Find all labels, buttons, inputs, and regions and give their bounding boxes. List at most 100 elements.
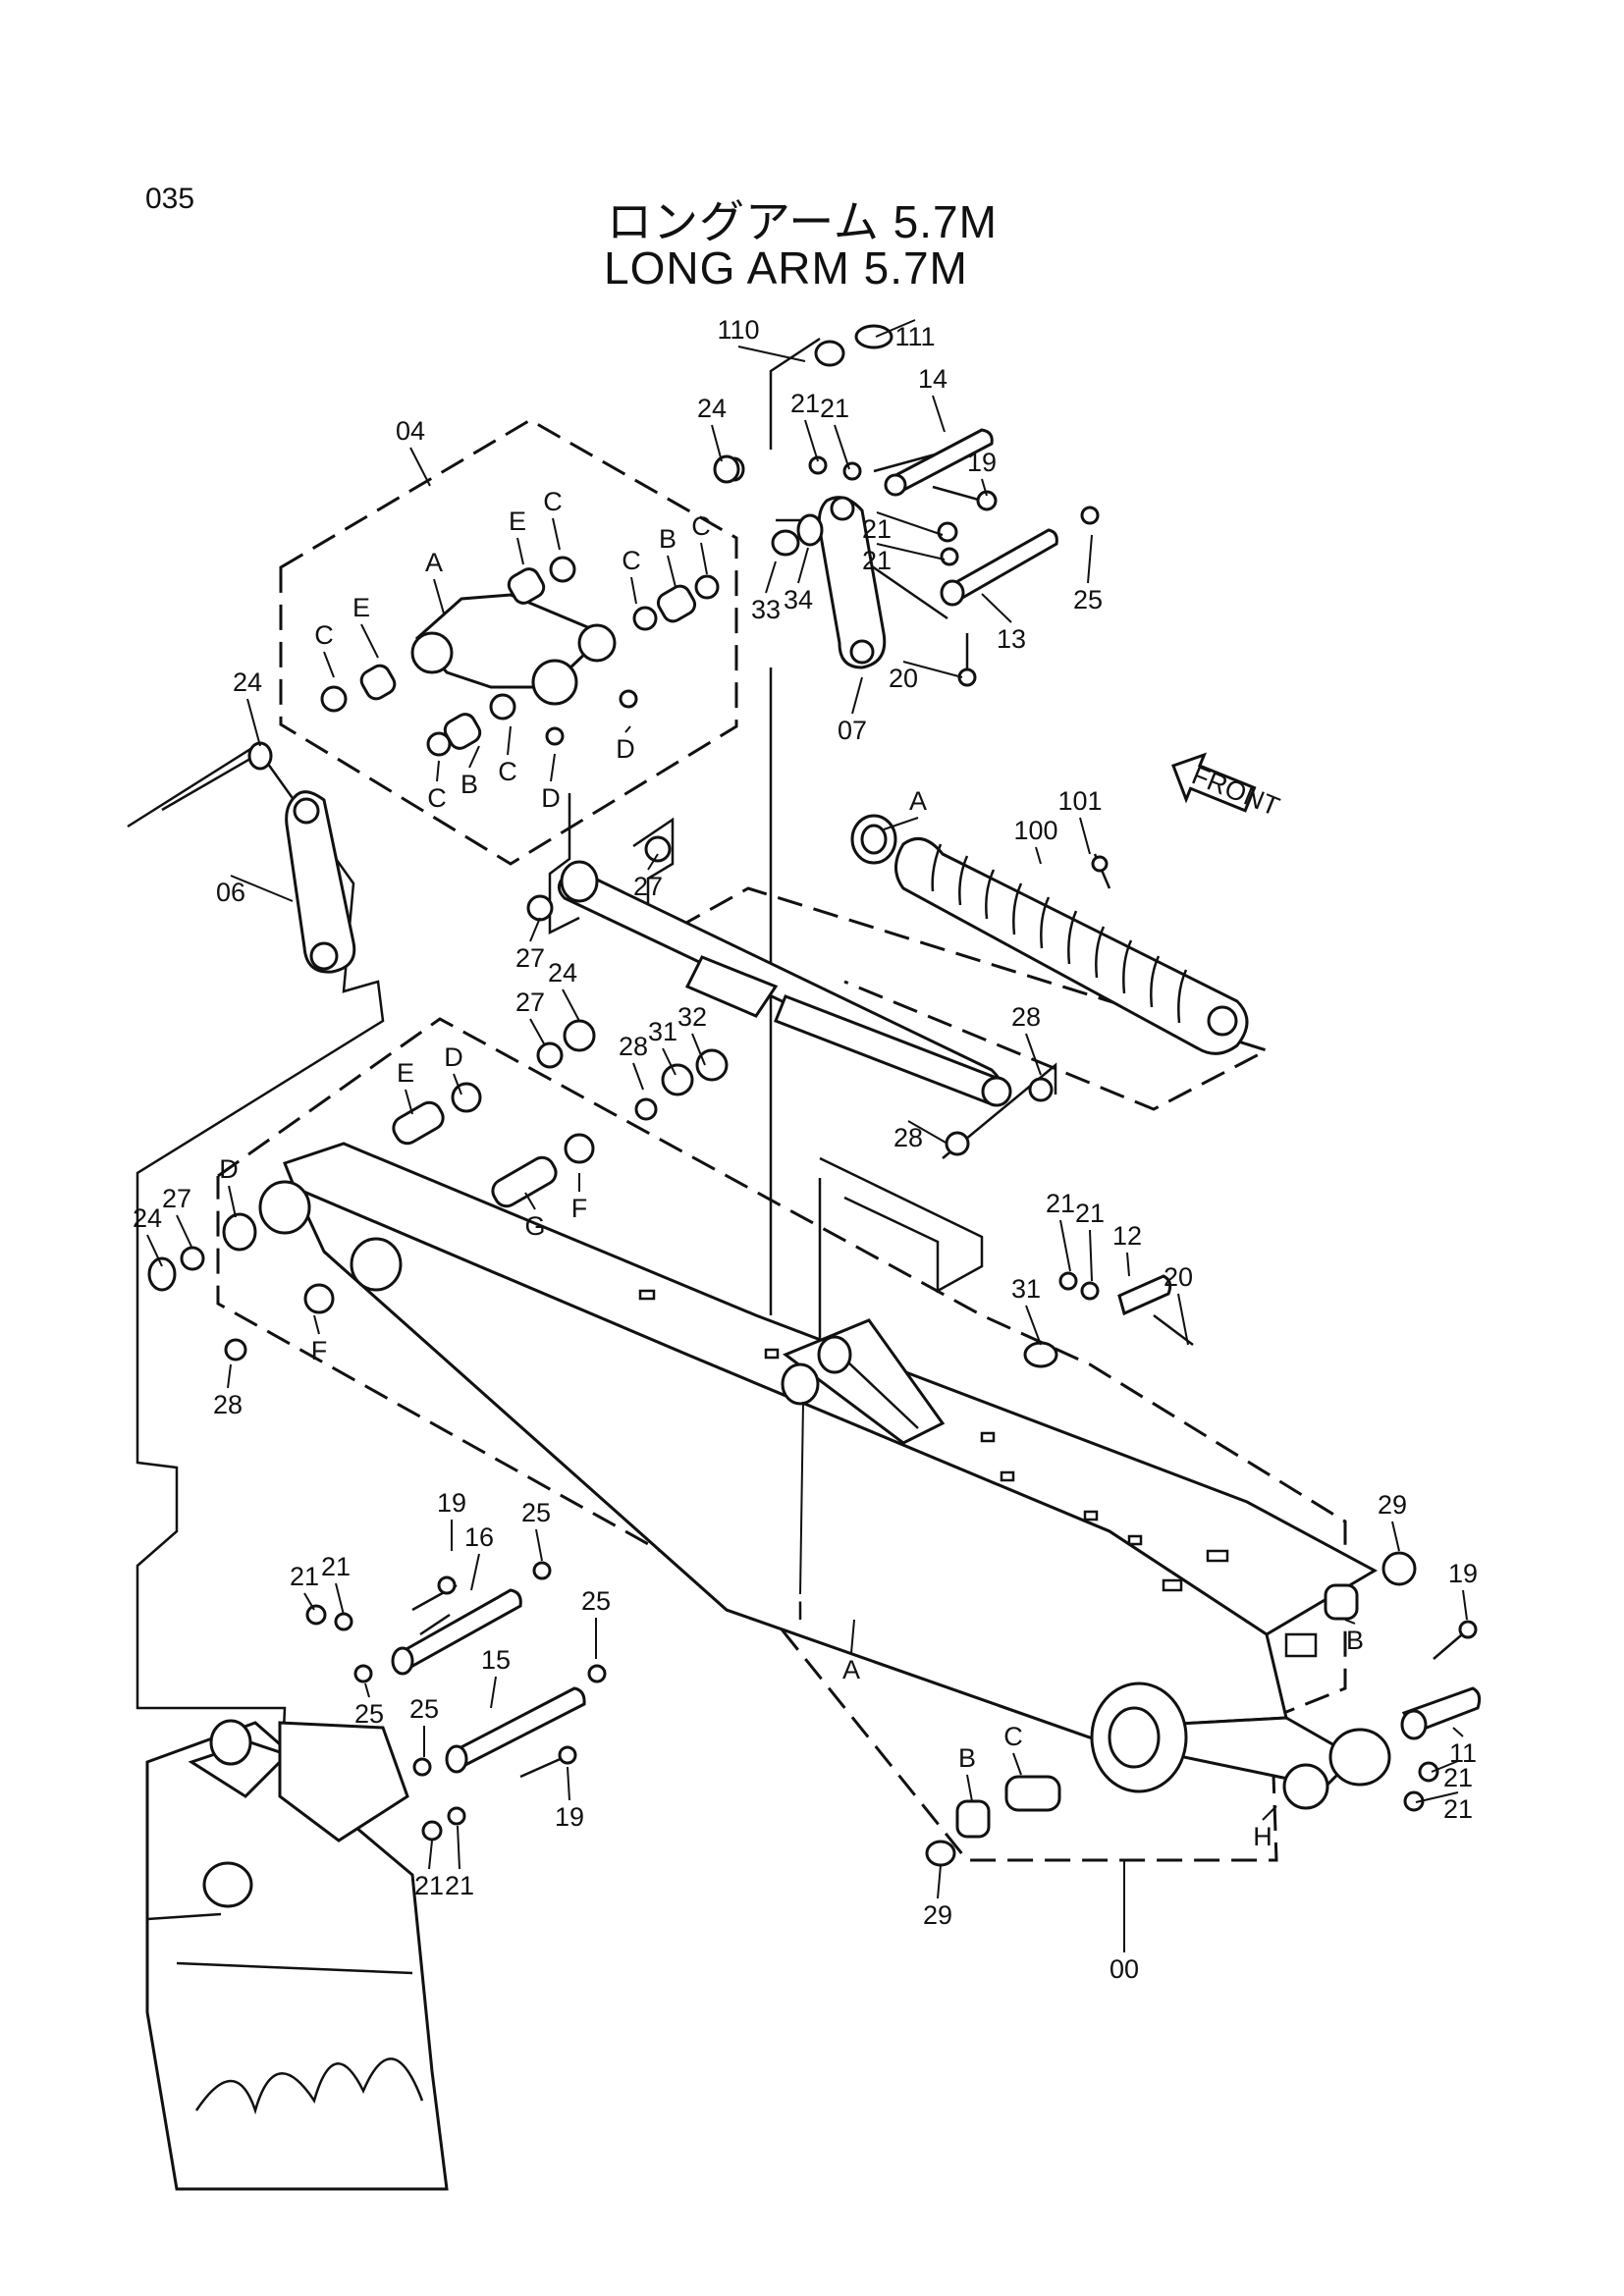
leader-c24b <box>246 698 261 747</box>
leader-c21i <box>303 1592 315 1611</box>
leader-cBb <box>468 745 480 769</box>
leader-c27a <box>647 853 659 871</box>
leader-cH <box>1262 1805 1277 1821</box>
leader-c15 <box>490 1676 497 1709</box>
leader-c31b <box>1025 1305 1042 1346</box>
callout-c11: 11 <box>1449 1738 1477 1768</box>
callout-c25b: 25 <box>521 1498 551 1527</box>
callout-c25e: 25 <box>409 1694 439 1724</box>
leader-c19b <box>1462 1589 1468 1621</box>
callout-cA2: A <box>909 786 927 816</box>
callout-cG: G <box>524 1211 545 1241</box>
leader-c21a <box>804 419 819 462</box>
link-assembly-04-boundary <box>279 418 738 866</box>
callout-c24a: 24 <box>697 394 727 423</box>
callout-cDb: D <box>541 783 561 813</box>
leader-c110 <box>737 346 806 362</box>
callout-c20b: 20 <box>1164 1262 1193 1292</box>
arm-boss-bracket-2 <box>817 1335 852 1374</box>
callout-cF1: F <box>571 1194 588 1223</box>
link-07-eye-bottom <box>849 639 875 665</box>
ref-line-arm-03 <box>942 1062 1057 1159</box>
callout-cCc: C <box>691 511 711 541</box>
callout-cDd: D <box>219 1154 239 1184</box>
callout-c28b: 28 <box>1011 1002 1041 1032</box>
callout-c28d: 28 <box>213 1390 243 1419</box>
boot-assembly-boundary <box>677 886 1271 1111</box>
leader-c12 <box>1126 1252 1130 1277</box>
ref-line-left-inner <box>161 754 256 812</box>
leader-cA2 <box>883 817 919 830</box>
leader-c28b <box>1025 1033 1042 1076</box>
leader-c28a <box>632 1062 644 1091</box>
callout-c101: 101 <box>1057 786 1102 816</box>
callout-c19a: 19 <box>967 448 997 477</box>
leader-cBd <box>966 1774 973 1802</box>
leader-c31a <box>662 1047 677 1076</box>
ref-line-top-rings <box>769 337 821 450</box>
leader-cCg <box>1012 1752 1022 1776</box>
callout-c24d: 24 <box>133 1203 162 1233</box>
callout-cEb: E <box>352 593 370 622</box>
callout-cF2: F <box>311 1336 328 1365</box>
leader-cBa <box>667 555 677 588</box>
page-number: 035 <box>145 183 195 215</box>
link-a-boss-top <box>577 623 617 663</box>
leader-cA3 <box>850 1619 855 1654</box>
callout-c21d: 21 <box>862 546 892 575</box>
callout-c25c: 25 <box>581 1586 611 1616</box>
leader-cDa <box>624 725 631 733</box>
leader-c25d <box>364 1682 370 1698</box>
leader-c11 <box>1452 1727 1464 1737</box>
callout-cH: H <box>1253 1822 1272 1851</box>
leader-c13 <box>981 593 1012 623</box>
leader-cBc <box>1344 1619 1356 1625</box>
rubber-boot-100 <box>850 814 1249 1055</box>
link-06-eye-top <box>293 797 320 825</box>
callout-cCg: C <box>1003 1722 1023 1751</box>
title-japanese: ロングアーム 5.7M <box>607 196 998 247</box>
leader-c24c <box>562 988 580 1022</box>
leader-c29b <box>937 1864 942 1899</box>
pin-15-assembly <box>412 1664 607 1842</box>
leader-c32 <box>691 1033 706 1066</box>
front-label: FRONT <box>1188 760 1283 822</box>
link-07-eye-top <box>830 496 855 521</box>
callout-cBa: B <box>659 524 677 554</box>
leader-c25a <box>1087 534 1093 584</box>
leader-cCf <box>507 725 512 756</box>
leader-c29a <box>1391 1521 1400 1552</box>
leader-cCd <box>323 651 335 678</box>
leader-c111 <box>875 319 916 338</box>
callout-c20a: 20 <box>889 664 918 693</box>
arm-boss-rear-left <box>258 1180 311 1235</box>
leader-cDd <box>228 1185 237 1218</box>
callout-c29b: 29 <box>923 1900 952 1930</box>
callout-c29a: 29 <box>1378 1490 1407 1520</box>
leader-c21h <box>1415 1791 1459 1803</box>
leader-cDb <box>550 753 556 782</box>
leader-c14 <box>932 395 946 433</box>
callout-c100: 100 <box>1013 816 1057 845</box>
callout-c110: 110 <box>717 315 759 345</box>
callout-c19c: 19 <box>437 1488 466 1518</box>
leader-c24d <box>146 1234 163 1267</box>
leader-c28d <box>227 1363 232 1389</box>
callout-c13: 13 <box>997 624 1026 654</box>
leader-c27c <box>529 1018 546 1046</box>
front-arrow: FRONT <box>1171 752 1283 822</box>
callout-c14: 14 <box>918 364 947 394</box>
leader-cCc <box>700 542 708 575</box>
callout-cCa: C <box>543 487 563 516</box>
callout-c06: 06 <box>216 878 245 907</box>
leader-cG <box>524 1192 536 1210</box>
link-a-boss-right <box>531 659 578 706</box>
callout-c15: 15 <box>481 1645 511 1675</box>
leader-c27b <box>529 917 541 942</box>
callout-c25d: 25 <box>354 1699 384 1729</box>
leader-c19a <box>981 478 988 497</box>
leader-c28c <box>907 1120 948 1145</box>
callout-c31b: 31 <box>1011 1274 1041 1304</box>
